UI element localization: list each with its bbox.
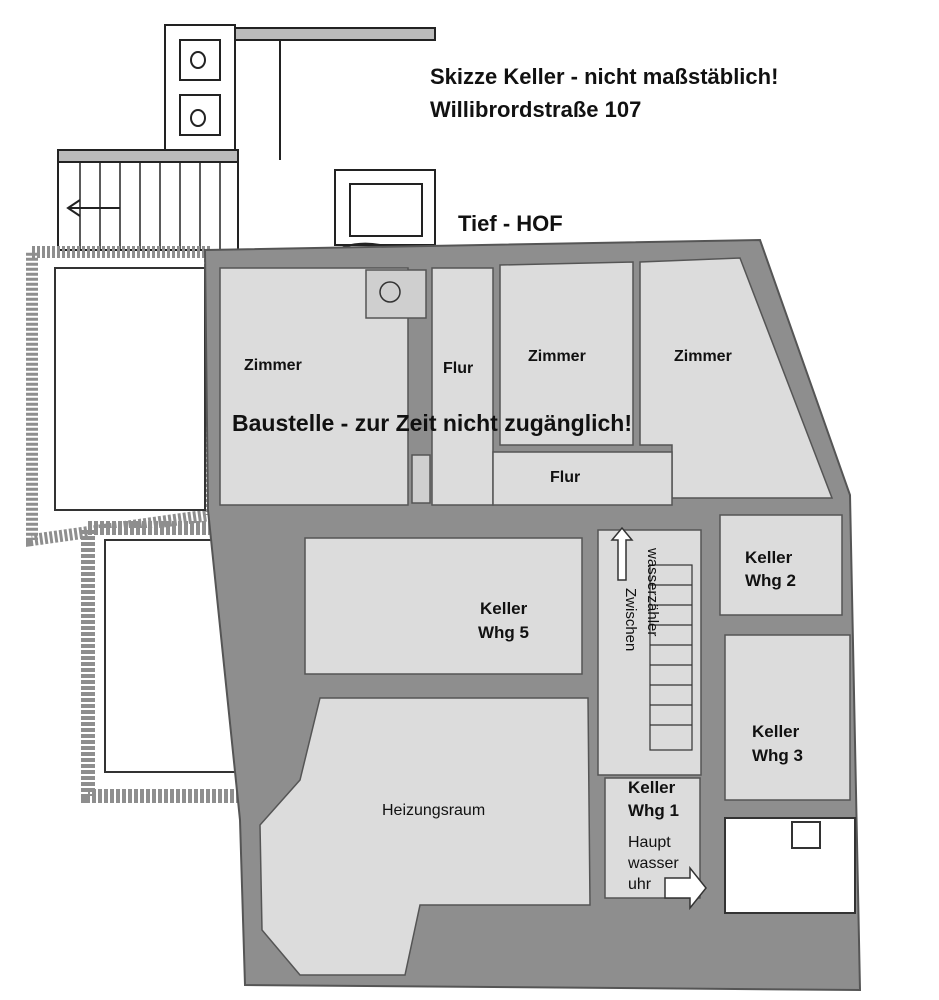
label-heizungsraum: Heizungsraum (382, 802, 485, 819)
room-keller-whg5 (304, 537, 583, 675)
light-well (334, 169, 436, 246)
label-keller3-line1: Keller (752, 722, 800, 741)
meter-arrow-up-icon (610, 526, 634, 581)
label-flur-bottom: Flur (550, 469, 580, 486)
construction-area (219, 257, 834, 506)
label-keller1-line1: Keller (628, 778, 676, 797)
shaft-circle-icon (379, 281, 401, 303)
annex-room-top (54, 267, 206, 511)
label-haupt-line2: wasser (627, 855, 679, 872)
room-heizungsraum (259, 697, 591, 976)
label-zwischen-line2: wasserzähler (644, 547, 661, 636)
light-well-inner (349, 183, 423, 237)
wall-niche (411, 454, 431, 504)
basement-stair (649, 564, 693, 751)
label-keller2-line1: Keller (745, 548, 793, 567)
toilet-icon (190, 109, 206, 127)
stair-arrow-icon (66, 199, 120, 217)
plan-address: Willibrordstraße 107 (430, 97, 641, 122)
label-keller5-line1: Keller (480, 599, 528, 618)
label-zwischen-line1: Zwischen (622, 588, 639, 651)
label-keller5-line2: Whg 5 (478, 623, 529, 642)
plan-title: Skizze Keller - nicht maßstäblich! (430, 64, 778, 89)
label-zimmer-left: Zimmer (244, 357, 302, 374)
label-zimmer-right: Zimmer (674, 348, 732, 365)
label-flur-top: Flur (443, 360, 473, 377)
label-zimmer-mid: Zimmer (528, 348, 586, 365)
top-wall (234, 27, 436, 41)
fixture (791, 821, 821, 849)
bottom-right-room (724, 817, 856, 914)
courtyard-label: Tief - HOF (458, 211, 563, 236)
toilet-icon (190, 51, 206, 69)
room-keller-whg2 (719, 514, 843, 616)
label-keller1-line2: Whg 1 (628, 801, 679, 820)
meter-arrow-right-icon (664, 865, 707, 911)
room-flur-bottom (492, 451, 673, 506)
label-keller3-line2: Whg 3 (752, 746, 803, 765)
shaft (365, 269, 427, 319)
construction-notice: Baustelle - zur Zeit nicht zugänglich! (232, 410, 632, 436)
stair-top-wall (57, 149, 239, 163)
room-flur-top (431, 267, 494, 506)
outdoor-stair (57, 161, 239, 251)
wc-cell-2 (179, 94, 221, 136)
room-zimmer-mid (499, 261, 634, 446)
outbuilding-sketch (57, 24, 436, 269)
room-keller-whg3 (724, 634, 851, 801)
label-haupt-line1: Haupt (628, 834, 671, 851)
wc-cell-1 (179, 39, 221, 81)
room-zimmer-left (219, 267, 409, 506)
label-keller2-line2: Whg 2 (745, 571, 796, 590)
label-haupt-line3: uhr (628, 876, 652, 893)
stair-steps (79, 162, 221, 250)
